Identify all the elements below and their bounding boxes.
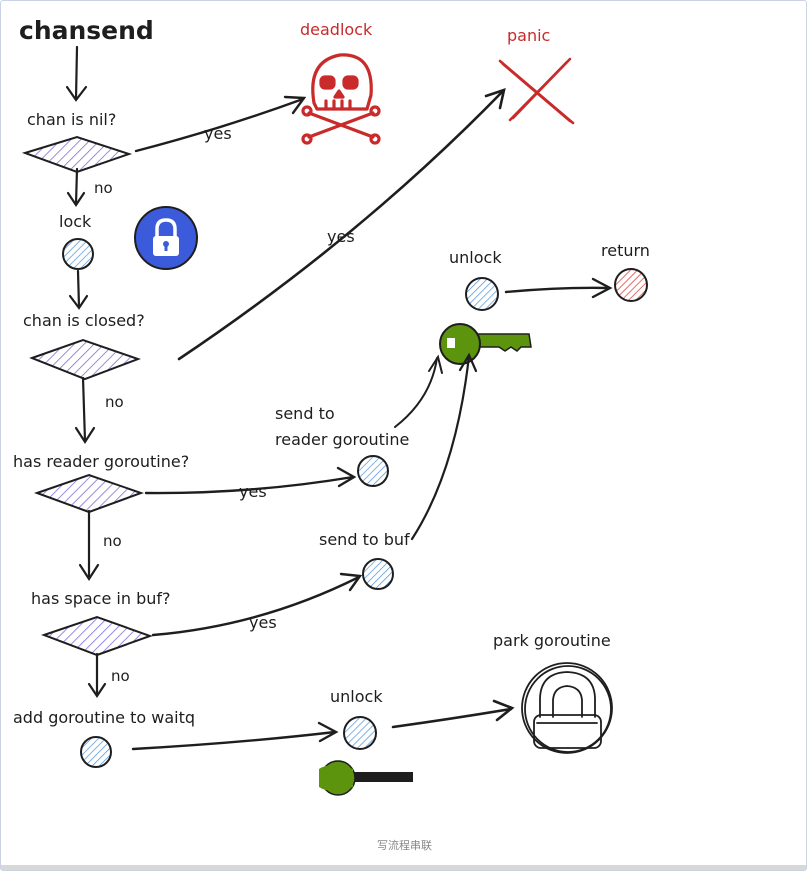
arrow-reader-to-send [144,466,357,495]
park-label: park goroutine [493,631,611,650]
space-yes-label: yes [249,613,277,632]
nil-yes-label: yes [204,124,232,143]
arrow-closed-to-panic [177,88,506,361]
space-check-label: has space in buf? [31,589,170,608]
closed-yes-label: yes [327,227,355,246]
closed-no-label: no [105,393,124,411]
arrow-unlock-to-park [391,699,515,729]
add-waitq-label: add goroutine to waitq [13,708,195,727]
nil-check-diamond [21,135,133,174]
return-circle [614,268,648,302]
nil-no-label: no [94,179,113,197]
unlock-top-circle [465,277,499,311]
lock-circle [62,238,94,270]
park-padlock-icon [521,662,613,754]
send-reader-label-line1: send to [275,404,335,423]
reader-no-label: no [103,532,122,550]
figure-caption: 写流程串联 [377,839,432,852]
send-buf-label: send to buf [319,530,410,549]
send-reader-circle [357,455,389,487]
key-icon-top [439,323,532,365]
bottom-scrollbar-track [1,865,806,870]
panic-label: panic [507,26,550,45]
arrow-send-buf-to-key [410,352,478,541]
space-check-diamond [41,615,153,657]
panic-x-icon [498,57,575,125]
deadlock-label: deadlock [300,20,373,39]
closed-check-label: chan is closed? [23,311,145,330]
arrow-space-to-waitq [87,652,107,698]
skull-icon [301,53,381,145]
arrow-space-to-buf [151,572,363,637]
reader-check-label: has reader goroutine? [13,452,189,471]
space-no-label: no [111,667,130,685]
return-label: return [601,241,650,260]
unlock-bottom-label: unlock [330,687,383,706]
send-buf-circle [362,558,394,590]
unlock-bottom-circle [343,716,377,750]
lock-label: lock [59,212,92,231]
reader-check-diamond [34,473,144,514]
arrow-lock-to-closed [68,269,89,310]
padlock-icon [134,206,198,270]
arrow-closed-to-reader [74,376,96,445]
arrow-waitq-to-unlock [131,721,339,751]
unlock-top-label: unlock [449,248,502,267]
arrow-send-reader-to-key [394,354,443,428]
arrow-reader-to-space [78,509,100,582]
arrow-nil-to-deadlock [134,95,307,153]
arrow-nil-to-lock [66,167,86,207]
key-icon-bottom [319,760,413,796]
reader-yes-label: yes [239,482,267,501]
waitq-circle [80,736,112,768]
arrow-unlock-to-return [504,277,613,299]
arrow-title-to-nil [65,45,88,102]
nil-check-label: chan is nil? [27,110,116,129]
diagram-title: chansend [19,16,154,45]
closed-check-diamond [29,338,141,381]
send-reader-label-line2: reader goroutine [275,430,409,449]
